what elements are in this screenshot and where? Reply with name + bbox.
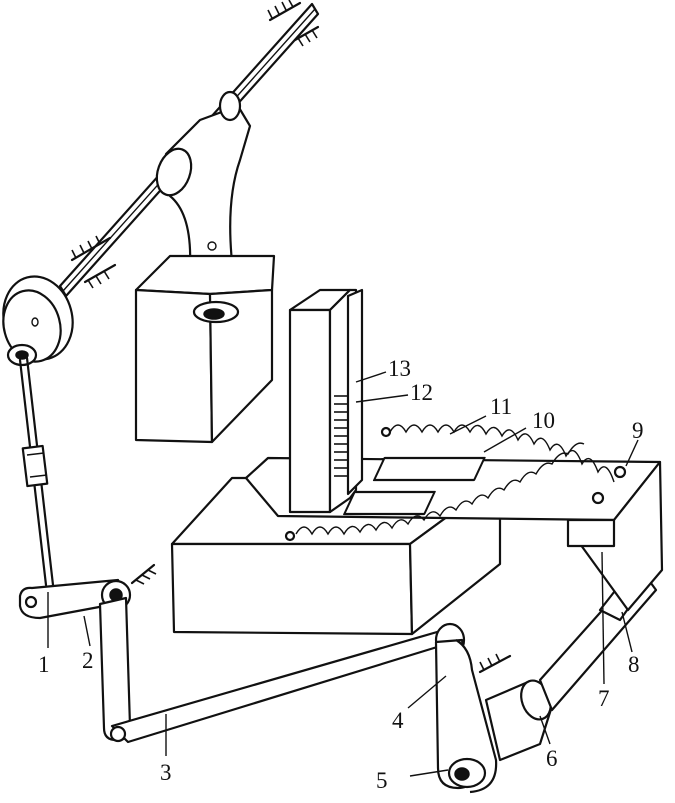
- lever-link-2: [18, 563, 157, 620]
- label-12: 12: [410, 380, 433, 405]
- bell-crank-4: [434, 638, 512, 794]
- long-link-3: [98, 596, 466, 744]
- shaft-support-bottom: [70, 235, 117, 289]
- label-11: 11: [490, 394, 512, 419]
- die-block: [134, 254, 276, 444]
- magazine-channel: [288, 288, 364, 514]
- label-5: 5: [376, 768, 388, 793]
- leader-lines: [47, 371, 639, 777]
- label-4: 4: [392, 708, 404, 733]
- label-9: 9: [632, 418, 644, 443]
- spring-lower: [284, 442, 605, 542]
- connecting-rod: [18, 356, 55, 587]
- label-1: 1: [38, 652, 50, 677]
- label-10: 10: [532, 408, 555, 433]
- label-7: 7: [598, 686, 610, 711]
- spring-upper: [380, 424, 627, 483]
- stacked-blanks: [334, 395, 348, 477]
- label-8: 8: [628, 652, 640, 677]
- label-6: 6: [546, 746, 558, 771]
- shaft-support-top: [267, 0, 320, 47]
- label-2: 2: [82, 648, 94, 673]
- label-3: 3: [160, 760, 172, 785]
- label-13: 13: [388, 356, 411, 381]
- cam-disc: [2, 275, 74, 367]
